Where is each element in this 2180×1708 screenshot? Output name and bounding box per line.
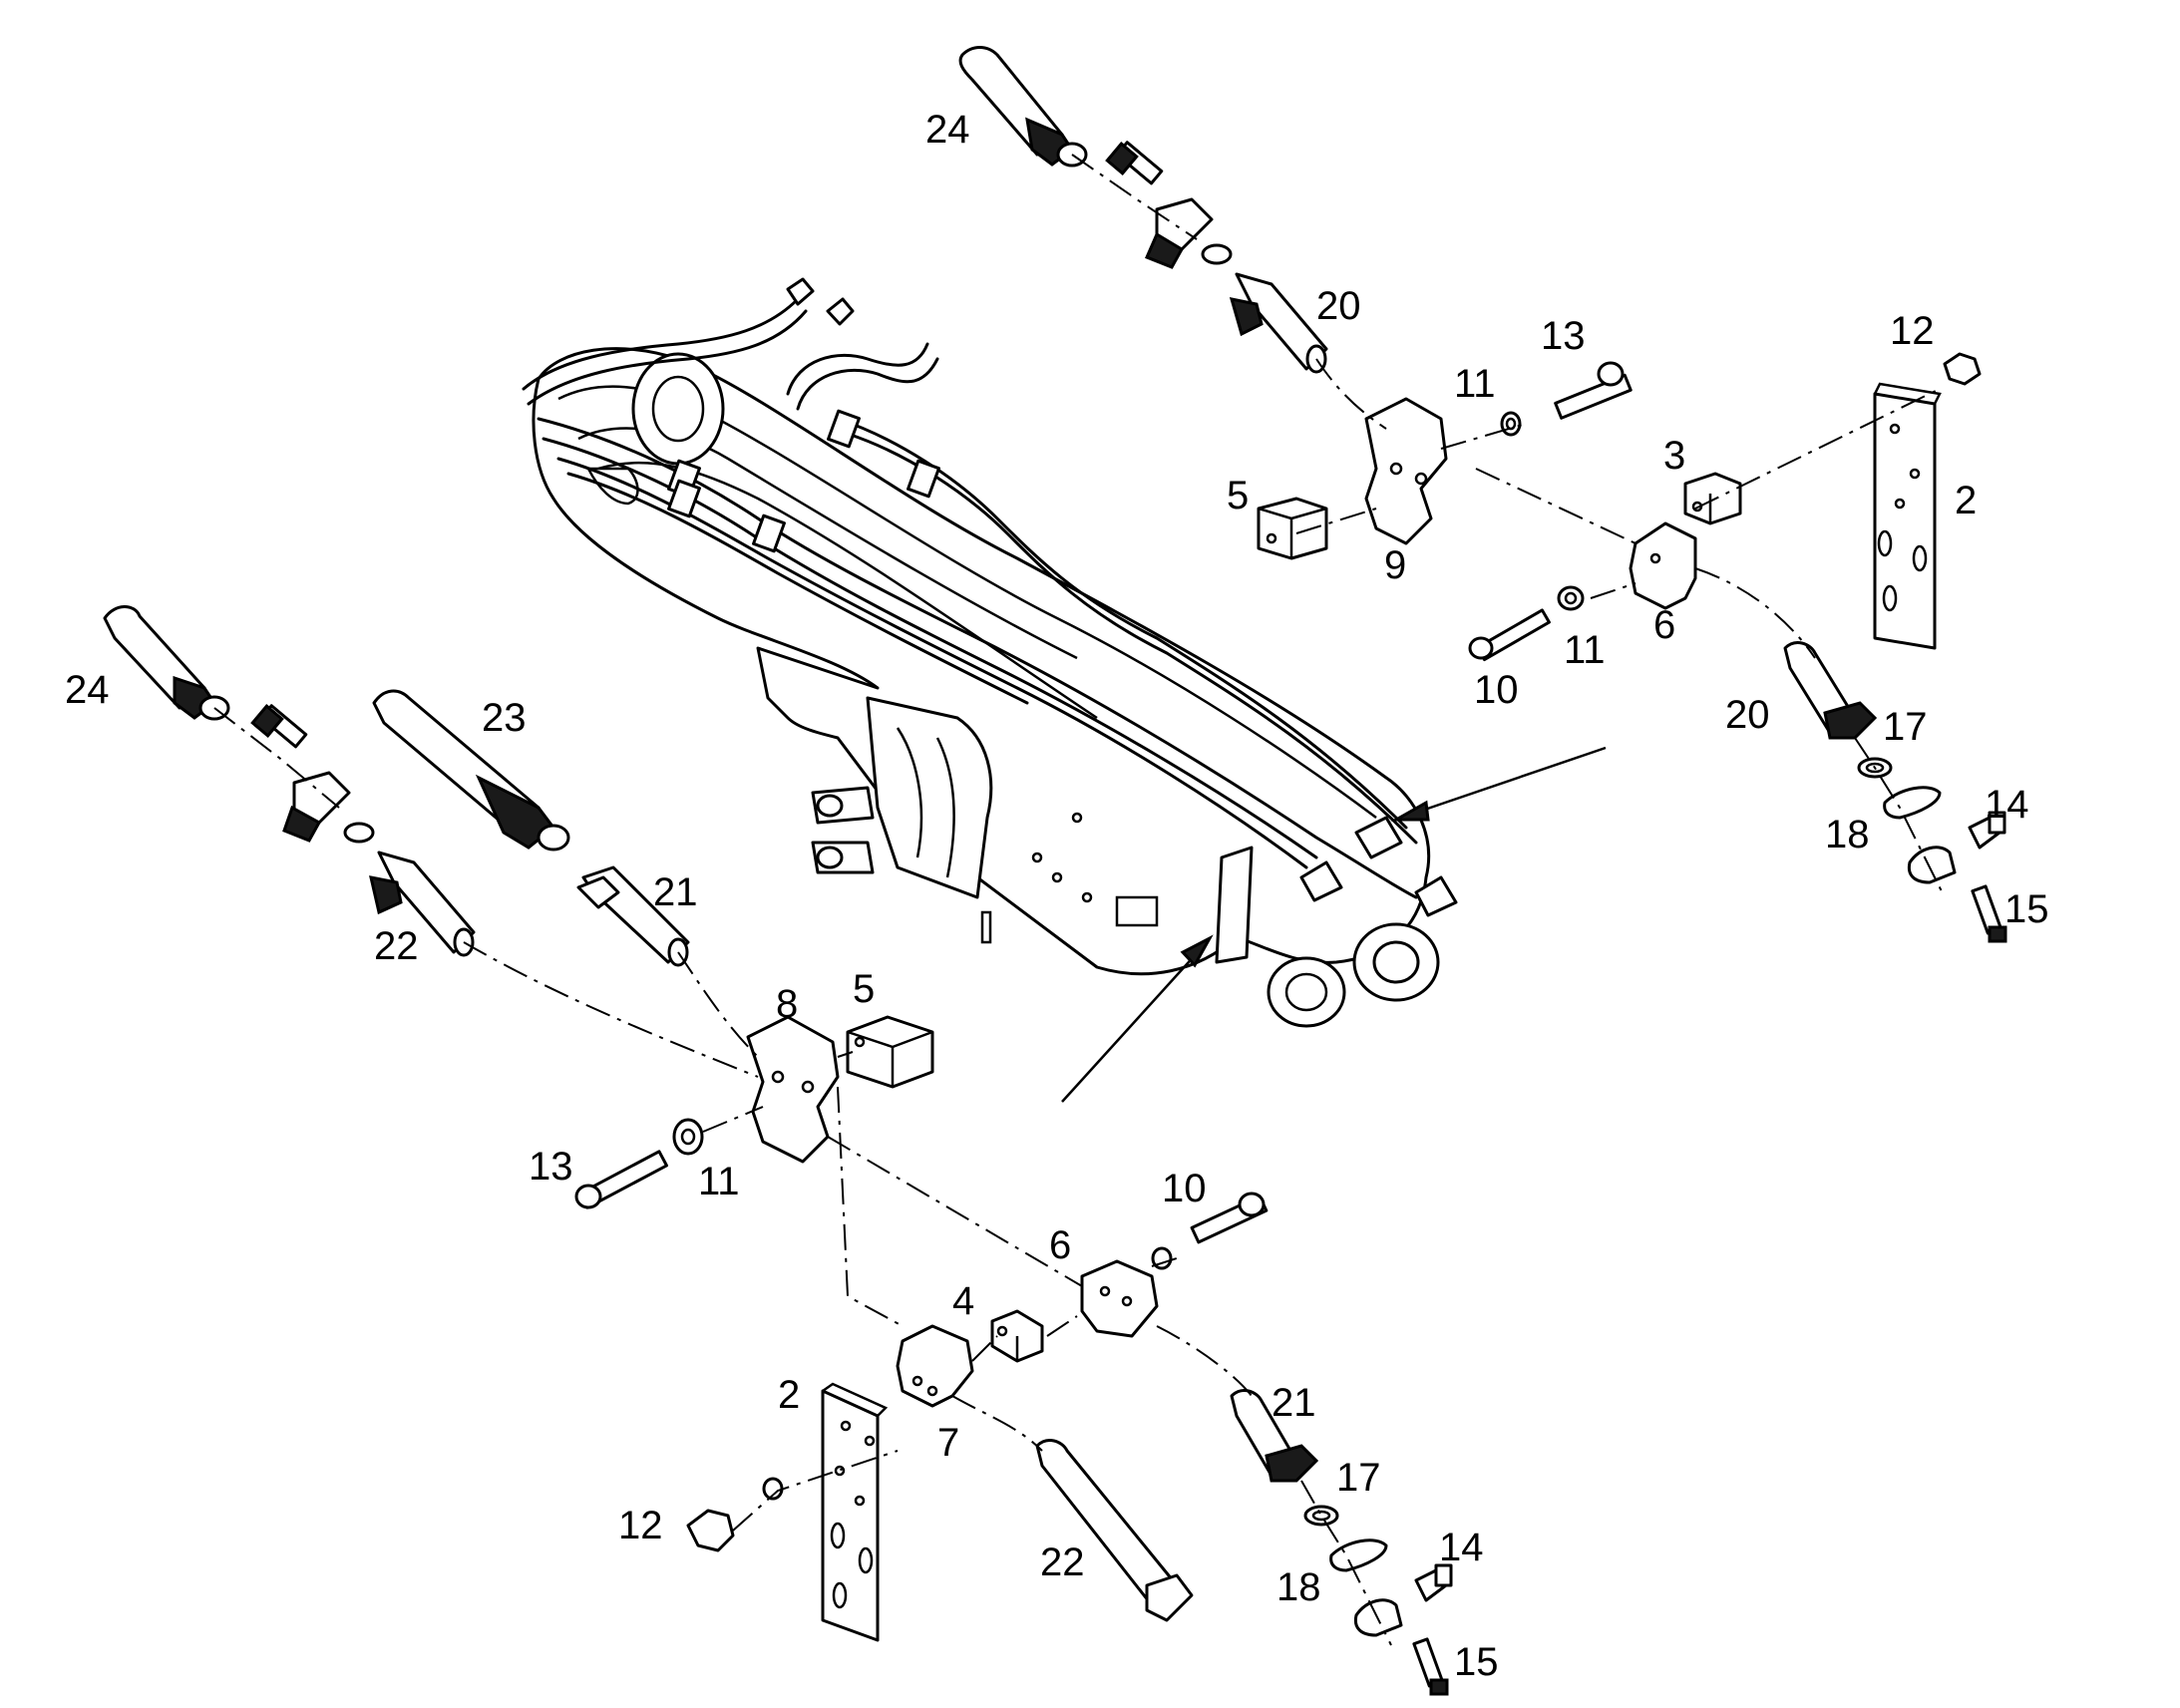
lower-hose-group — [103, 605, 1453, 1696]
hose-24-upper — [958, 46, 1088, 168]
callout-11-upper: 11 — [1454, 362, 1496, 406]
bolt-13-lower — [574, 1150, 668, 1209]
bolt-10-lower — [1190, 1192, 1269, 1244]
pointer-arrow-right — [1390, 746, 1607, 822]
bolt-10-upper — [1468, 608, 1551, 662]
plate-2-lower — [821, 1382, 889, 1642]
callout-23: 23 — [482, 696, 527, 740]
callout-11-lower: 11 — [698, 1160, 740, 1203]
tube-21-right — [1230, 1389, 1319, 1483]
callout-5-upper: 5 — [1227, 474, 1249, 517]
clamp-7 — [896, 1324, 974, 1408]
callout-12-lower: 12 — [618, 1504, 663, 1547]
callout-15-upper: 15 — [2004, 887, 2049, 931]
callout-labels: 24 20 13 12 11 3 5 9 2 11 6 10 20 17 14 … — [65, 108, 2049, 1684]
callout-18-lower: 18 — [1276, 1565, 1321, 1609]
washer-11-middle — [1557, 585, 1585, 611]
callout-11-middle: 11 — [1564, 628, 1606, 672]
callout-9: 9 — [1384, 543, 1406, 587]
pointer-arrow-lower — [1061, 934, 1214, 1103]
callout-2-lower: 2 — [778, 1373, 800, 1417]
bolt-15-lower — [1412, 1637, 1449, 1696]
clamp-8 — [746, 1015, 840, 1164]
block-4 — [990, 1309, 1044, 1363]
callout-12-upper: 12 — [1890, 309, 1935, 353]
callout-2-upper: 2 — [1955, 479, 1977, 522]
bolt-13-upper — [1554, 361, 1633, 420]
callout-24-lower: 24 — [65, 668, 110, 712]
bolt-15-upper — [1971, 884, 2007, 943]
callout-20-upper: 20 — [1316, 284, 1361, 328]
callout-21-right: 21 — [1272, 1381, 1316, 1425]
callout-22-left: 22 — [374, 924, 419, 968]
clamp-6-upper — [1629, 521, 1697, 610]
plate-2-upper — [1873, 382, 1942, 650]
flange-18-lower — [1329, 1538, 1403, 1637]
callout-17-lower: 17 — [1336, 1456, 1381, 1500]
washer-11-lower — [672, 1118, 704, 1156]
upper-hose-group — [958, 46, 2007, 943]
tube-20-upper — [1229, 272, 1328, 374]
washer-11-upper — [1500, 411, 1522, 437]
callout-18-upper: 18 — [1825, 813, 1870, 856]
hose-24-lower — [103, 605, 230, 721]
callout-6-upper: 6 — [1653, 603, 1675, 647]
bolt-lower-hose — [250, 704, 308, 749]
ring-17-lower — [1303, 1505, 1339, 1527]
fitting-upper-hose — [1145, 197, 1233, 269]
flange-18-upper — [1883, 786, 1957, 884]
fitting-lower-hose — [282, 771, 375, 844]
bolt-upper-hose — [1105, 141, 1164, 185]
callout-13-upper: 13 — [1541, 314, 1586, 358]
callout-10-lower: 10 — [1162, 1167, 1207, 1210]
boom-plate-holes — [980, 812, 1159, 944]
callout-21-left: 21 — [653, 870, 698, 914]
nut-12-upper — [1943, 352, 1982, 386]
tube-20-right — [1783, 641, 1878, 740]
washer-11-lower-right — [1151, 1246, 1173, 1270]
block-5-lower — [846, 1015, 934, 1089]
tube-22-lower — [1035, 1439, 1194, 1622]
callout-17-upper: 17 — [1883, 705, 1928, 749]
fitting-14-upper — [1968, 811, 2006, 850]
boom-hoses — [522, 277, 1458, 917]
callout-20-right: 20 — [1725, 693, 1770, 737]
callout-4: 4 — [952, 1279, 974, 1323]
callout-7: 7 — [937, 1421, 959, 1465]
fitting-14-lower — [1414, 1563, 1453, 1602]
hose-23 — [372, 689, 570, 852]
boom-lug-upper — [811, 786, 875, 825]
block-5-upper — [1257, 497, 1328, 560]
nut-12-lower — [686, 1509, 735, 1552]
callout-15-lower: 15 — [1454, 1640, 1499, 1684]
clamp-6-lower — [1080, 1259, 1159, 1338]
block-3 — [1683, 472, 1742, 525]
boom-lug-lower — [811, 841, 875, 874]
callout-6-lower: 6 — [1049, 1223, 1071, 1267]
callout-5-lower: 5 — [853, 967, 875, 1011]
callout-8: 8 — [776, 982, 798, 1026]
callout-3: 3 — [1663, 434, 1685, 478]
callout-22-lower: 22 — [1040, 1540, 1085, 1584]
callout-13-lower: 13 — [529, 1145, 573, 1189]
callout-14-lower: 14 — [1439, 1526, 1484, 1569]
clamp-9 — [1364, 397, 1448, 545]
callout-24-upper: 24 — [925, 108, 970, 152]
callout-14-upper: 14 — [1985, 783, 2029, 827]
callout-10-upper: 10 — [1474, 668, 1519, 712]
